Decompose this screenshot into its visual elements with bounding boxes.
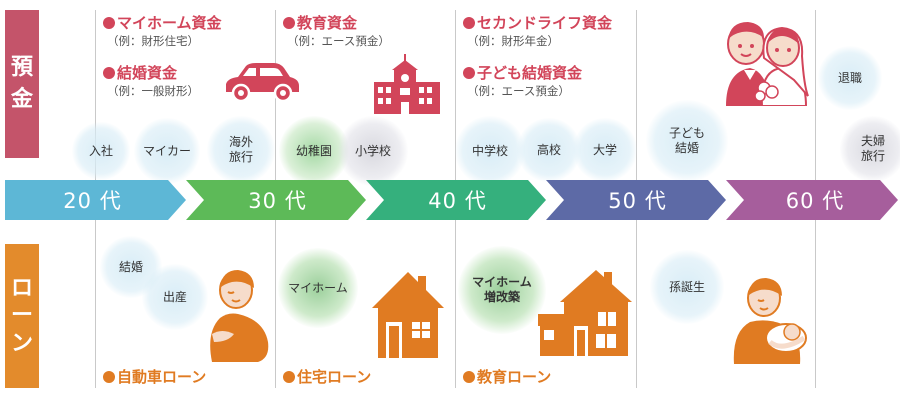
wedding-couple-icon <box>726 22 809 106</box>
loan-label-housing: 住宅ローン <box>283 366 371 387</box>
bullet-icon <box>283 17 295 29</box>
event-bubble-elementary: 小学校 <box>338 116 408 186</box>
era-label-50s: 50 代 <box>608 189 667 213</box>
savings-item-title: 結婚資金 <box>103 62 177 83</box>
life-event-home-renovation: マイホーム 増改築 <box>458 246 546 334</box>
life-event-childbirth: 出産 <box>142 264 208 330</box>
bullet-icon <box>463 371 475 383</box>
savings-item-example: （例：一般財形） <box>107 84 199 98</box>
bullet-icon <box>103 17 115 29</box>
event-bubble-kindergarten: 幼稚園 <box>279 116 349 186</box>
life-event-grandchild-birth: 孫誕生 <box>650 250 724 324</box>
house-icon <box>372 272 444 358</box>
grandparent-baby-icon <box>733 278 807 364</box>
savings-item-example: （例：財形年金） <box>467 34 559 48</box>
event-bubble-retirement: 退職 <box>818 46 882 110</box>
savings-item-title: 子ども結婚資金 <box>463 62 582 83</box>
loans-tab-char: ン <box>10 330 33 356</box>
savings-tab-char: 預 <box>10 55 33 81</box>
event-bubble-couple-trip: 夫婦 旅行 <box>840 116 900 182</box>
era-label-20s: 20 代 <box>63 189 122 213</box>
age-timeline-arrow <box>5 180 898 220</box>
loans-tab-char: ー <box>10 303 33 329</box>
era-label-40s: 40 代 <box>428 189 487 213</box>
bullet-icon <box>283 371 295 383</box>
car-icon <box>226 63 299 103</box>
savings-item-title: セカンドライフ資金 <box>463 12 612 33</box>
bullet-icon <box>463 17 475 29</box>
event-bubble-child-marriage: 子ども 結婚 <box>646 100 728 182</box>
school-icon <box>374 54 440 114</box>
savings-item-example: （例：エース預金） <box>287 34 390 48</box>
bullet-icon <box>463 67 475 79</box>
bullet-icon <box>103 371 115 383</box>
pregnant-woman-icon <box>210 270 269 362</box>
event-bubble-university: 大学 <box>573 118 637 182</box>
loan-label-education: 教育ローン <box>463 366 551 387</box>
life-event-my-home: マイホーム <box>278 248 358 328</box>
event-bubble-overseas-trip: 海外 旅行 <box>207 116 275 184</box>
event-bubble-join-company: 入社 <box>72 122 130 180</box>
savings-item-title: 教育資金 <box>283 12 357 33</box>
savings-tab-char: 金 <box>10 87 33 112</box>
renovated-house-icon <box>538 270 632 356</box>
savings-tab: 預 金 <box>5 10 39 158</box>
era-label-30s: 30 代 <box>248 189 307 213</box>
event-bubble-high-school: 高校 <box>517 118 581 182</box>
loan-label-auto: 自動車ローン <box>103 366 206 387</box>
loans-tab: ロ ー ン <box>5 244 39 388</box>
savings-item-title: マイホーム資金 <box>103 12 222 33</box>
era-label-60s: 60 代 <box>785 189 845 213</box>
savings-item-example: （例：財形住宅） <box>107 34 199 48</box>
loans-tab-char: ロ <box>10 275 33 301</box>
event-bubble-car: マイカー <box>134 118 200 184</box>
savings-item-example: （例：エース預金） <box>467 84 570 98</box>
event-bubble-junior-high: 中学校 <box>455 116 525 186</box>
bullet-icon <box>103 67 115 79</box>
